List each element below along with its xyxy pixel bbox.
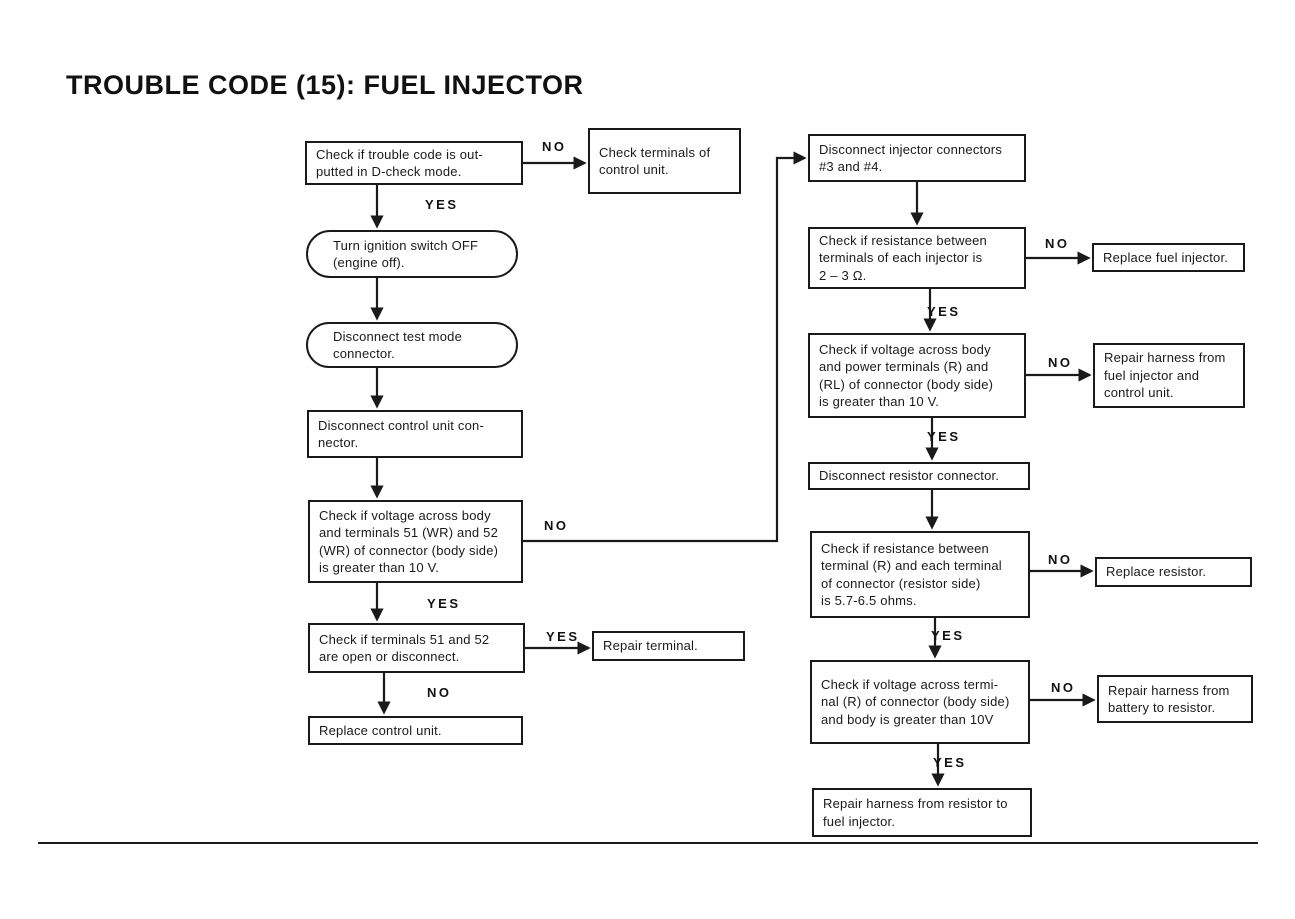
edge-label-no-power-voltage: NO (1048, 355, 1073, 370)
node-disconnect-test-mode-connector: Disconnect test mode connector. (306, 322, 518, 368)
node-check-dcheck-output: Check if trouble code is out- putted in … (305, 141, 523, 185)
edge-label-yes-voltage-5152: YES (427, 596, 461, 611)
node-check-voltage-power-terminals: Check if voltage across body and power t… (808, 333, 1026, 418)
node-repair-terminal: Repair terminal. (592, 631, 745, 661)
node-disconnect-injector-connectors: Disconnect injector connectors #3 and #4… (808, 134, 1026, 182)
node-repair-harness-injector-control: Repair harness from fuel injector and co… (1093, 343, 1245, 408)
node-check-terminals-51-52-open: Check if terminals 51 and 52 are open or… (308, 623, 525, 673)
node-disconnect-resistor-connector: Disconnect resistor connector. (808, 462, 1030, 490)
edge-label-yes-injector-resistance: YES (927, 304, 961, 319)
node-check-voltage-terminals-51-52: Check if voltage across body and termina… (308, 500, 523, 583)
edge-label-no-terminals-open: NO (427, 685, 452, 700)
node-repair-harness-battery-resistor: Repair harness from battery to resistor. (1097, 675, 1253, 723)
edge-label-no-dcheck: NO (542, 139, 567, 154)
node-replace-control-unit: Replace control unit. (308, 716, 523, 745)
node-check-terminals-control-unit: Check terminals of control unit. (588, 128, 741, 194)
footer-rule (38, 842, 1258, 844)
edge-label-no-resistor-resistance: NO (1048, 552, 1073, 567)
edge-label-yes-resistor-resistance: YES (931, 628, 965, 643)
page-title: TROUBLE CODE (15): FUEL INJECTOR (66, 70, 584, 100)
node-turn-ignition-off: Turn ignition switch OFF (engine off). (306, 230, 518, 278)
node-replace-resistor: Replace resistor. (1095, 557, 1252, 587)
edge-label-yes-power-voltage: YES (927, 429, 961, 444)
node-check-voltage-terminal-r: Check if voltage across termi- nal (R) o… (810, 660, 1030, 744)
edge-label-no-voltage-5152: NO (544, 518, 569, 533)
node-check-resistor-resistance: Check if resistance between terminal (R)… (810, 531, 1030, 618)
connector-voltage-no-to-injector (523, 151, 807, 543)
edge-label-yes-terminal-r: YES (933, 755, 967, 770)
edge-label-yes-terminals-open: YES (546, 629, 580, 644)
node-repair-harness-resistor-injector: Repair harness from resistor to fuel inj… (812, 788, 1032, 837)
edge-label-no-terminal-r: NO (1051, 680, 1076, 695)
node-disconnect-control-unit-connector: Disconnect control unit con- nector. (307, 410, 523, 458)
edge-label-no-injector-resistance: NO (1045, 236, 1070, 251)
node-check-injector-resistance: Check if resistance between terminals of… (808, 227, 1026, 289)
edge-label-yes-dcheck: YES (425, 197, 459, 212)
node-replace-fuel-injector: Replace fuel injector. (1092, 243, 1245, 272)
